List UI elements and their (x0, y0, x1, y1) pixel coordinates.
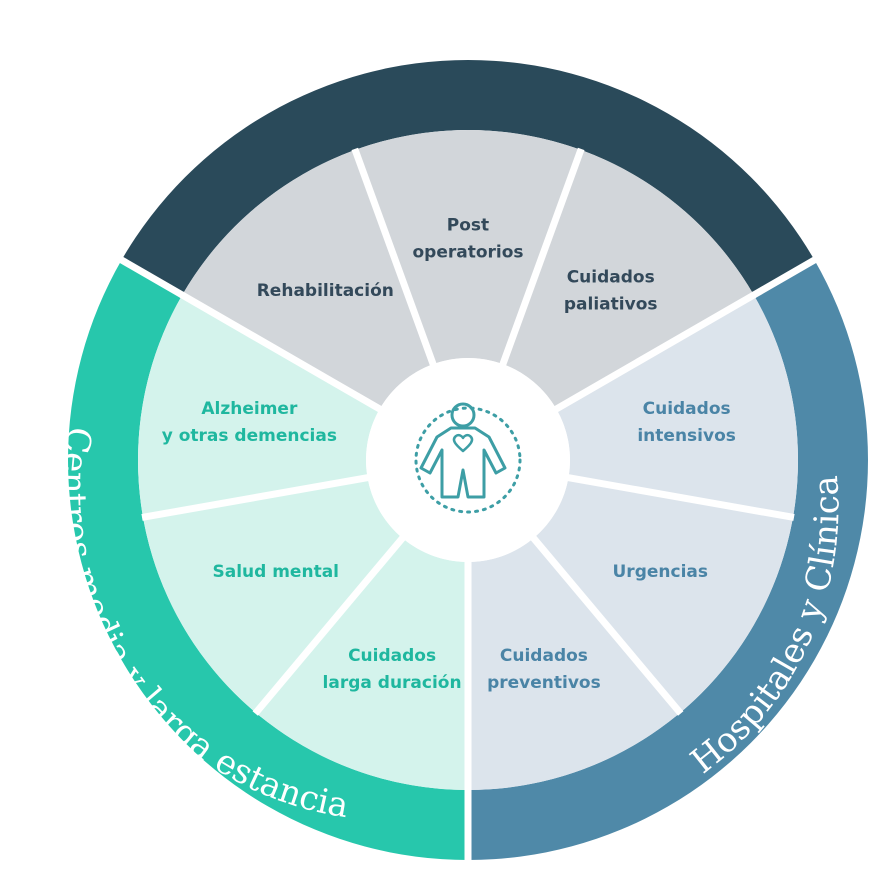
segment-divider (252, 534, 407, 716)
segment-label-8: Salud mental (212, 562, 339, 582)
outer-ring-left (67, 260, 468, 860)
segment-7 (255, 538, 468, 790)
segment-label-2: Post operatorios (412, 216, 523, 263)
outer-ring (67, 60, 868, 862)
segment-divider (141, 473, 371, 521)
head-icon-part (450, 402, 476, 428)
segment-5 (533, 477, 793, 713)
segment-label-line: Salud mental (212, 562, 339, 582)
segment-divider (565, 473, 795, 521)
segment-label-line: operatorios (412, 243, 523, 263)
segment-2 (355, 130, 581, 365)
segment-label-1: Rehabilitación (257, 281, 394, 301)
segment-label-5: Urgencias (613, 562, 708, 582)
segment-label-line: paliativos (564, 294, 658, 314)
dividers-layer (141, 147, 795, 791)
outer-ring-top (121, 60, 815, 295)
segment-1 (182, 149, 434, 409)
segment-4 (556, 295, 798, 518)
segment-9 (138, 295, 380, 518)
segment-label-line: Cuidados (500, 646, 588, 666)
segment-label-line: Urgencias (613, 562, 708, 582)
segment-divider (179, 291, 384, 414)
segment-label-line: Alzheimer (201, 399, 298, 419)
segment-8 (143, 477, 403, 713)
ring-separator (118, 255, 184, 299)
segment-label-line: y otras demencias (162, 426, 337, 446)
segments-layer (138, 130, 798, 790)
segment-label-line: Cuidados (643, 399, 731, 419)
segment-3 (502, 149, 754, 409)
segment-divider (498, 147, 585, 368)
segment-label-4: Cuidados intensivos (637, 399, 736, 446)
segment-label-9: Alzheimer y otras demencias (162, 399, 337, 446)
outer-ring-right (468, 260, 868, 860)
segment-label-line: preventivos (487, 673, 601, 693)
segment-label-line: Rehabilitación (257, 281, 394, 301)
segment-divider (351, 147, 438, 368)
patient-body-heart-icon (414, 402, 522, 514)
segment-label-6: Cuidados preventivos (487, 646, 601, 693)
body-icon-part (419, 426, 507, 499)
center-circle (366, 358, 570, 562)
segment-divider (552, 291, 757, 414)
segment-label-line: intensivos (637, 426, 736, 446)
segment-label-line: Cuidados (348, 646, 436, 666)
segment-label-line: larga duración (323, 673, 462, 693)
segment-divider (529, 534, 684, 716)
ring-separator (752, 255, 818, 299)
dotted-circle-icon-part (414, 406, 522, 514)
heart-icon (452, 433, 474, 453)
segment-6 (468, 538, 681, 790)
segment-label-line: Post (447, 216, 489, 236)
segment-label-7: Cuidados larga duración (323, 646, 462, 693)
segment-label-3: Cuidados paliativos (564, 267, 658, 314)
segment-label-line: Cuidados (567, 267, 655, 287)
